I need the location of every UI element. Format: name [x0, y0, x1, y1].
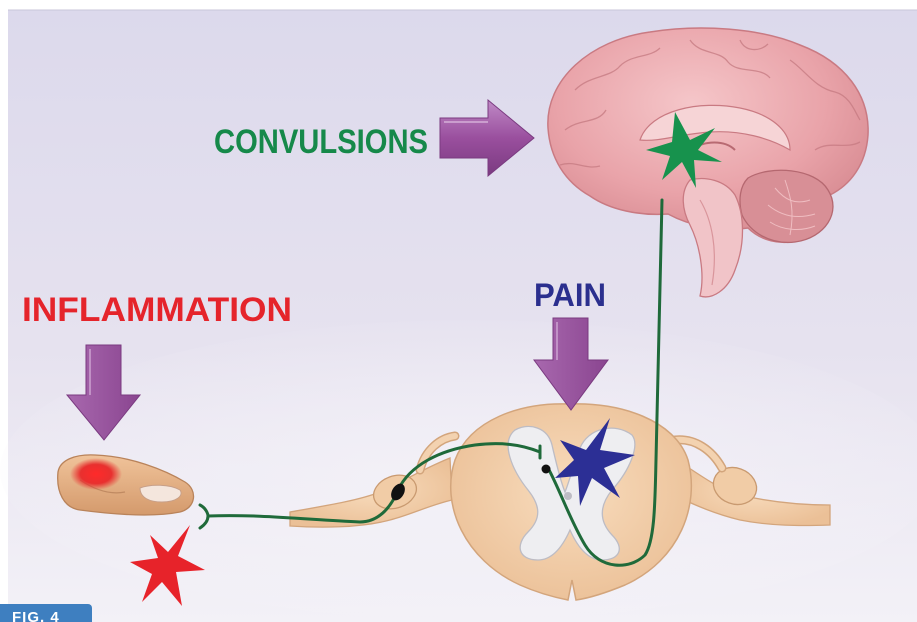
- inflammation-label: INFLAMMATION: [22, 291, 292, 329]
- figure-tab-label: FIG. 4: [12, 609, 60, 622]
- pain-label: PAIN: [534, 277, 606, 313]
- convulsions-label: CONVULSIONS: [214, 123, 428, 161]
- figure-tab: FIG. 4: [0, 604, 92, 622]
- dorsal-horn-synapse: [542, 465, 551, 474]
